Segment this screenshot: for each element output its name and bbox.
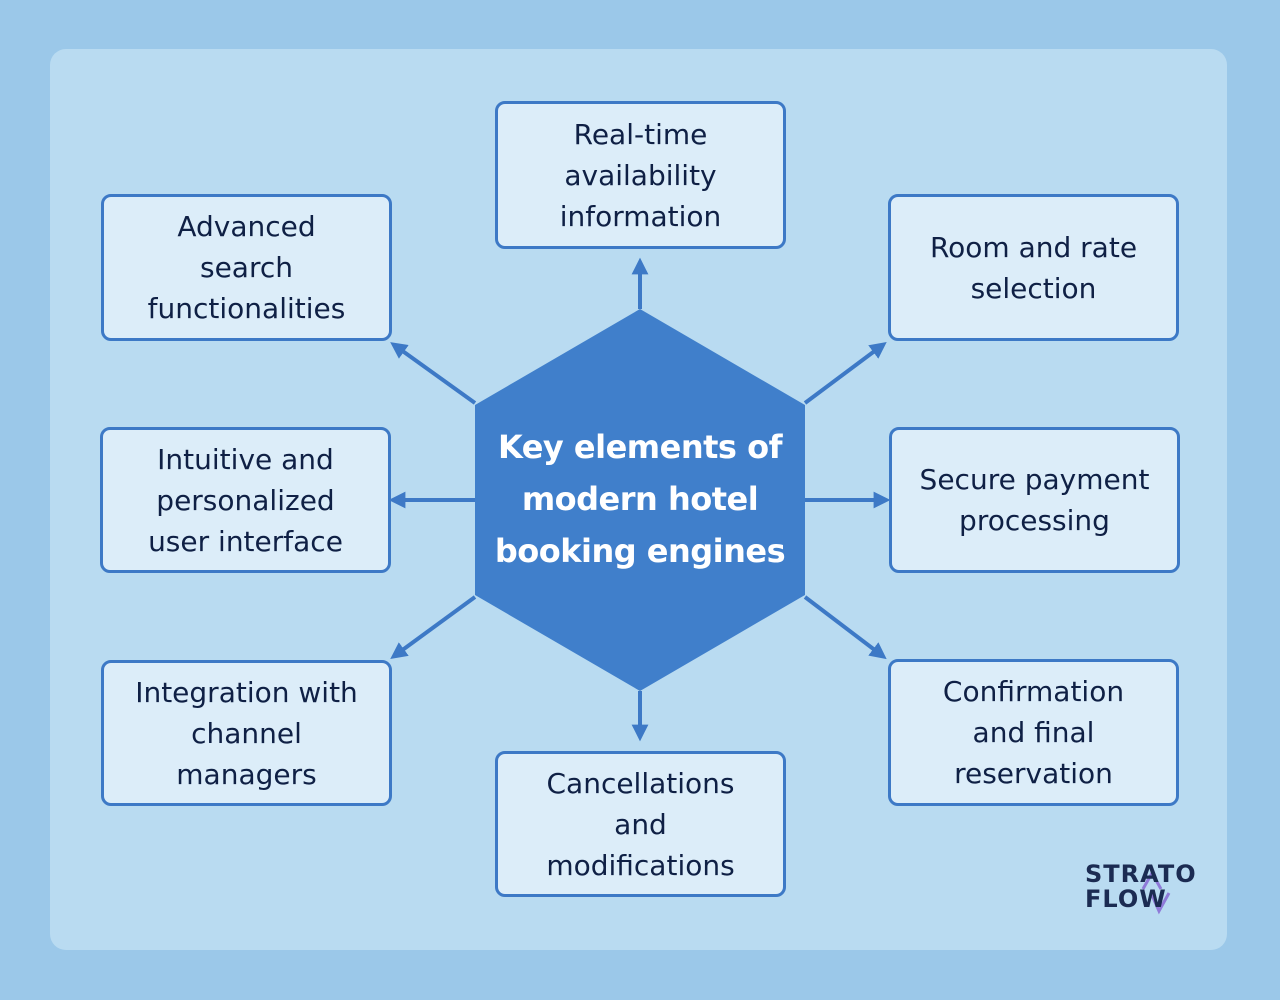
- element-box-confirmation: Confirmation and final reservation: [888, 659, 1179, 806]
- element-box-cancellations: Cancellations and modifications: [495, 751, 786, 897]
- element-box-channel-managers: Integration with channel managers: [101, 660, 392, 806]
- element-box-room-rate-selection: Room and rate selection: [888, 194, 1179, 341]
- logo-line-2: FLOW: [1085, 885, 1167, 913]
- arrow-to-bottom-right: [803, 595, 887, 660]
- element-box-user-interface: Intuitive and personalized user interfac…: [100, 427, 391, 573]
- element-label: Integration with channel managers: [135, 675, 358, 791]
- element-label: Advanced search functionalities: [147, 210, 346, 325]
- element-label: Room and rate selection: [929, 230, 1138, 305]
- arrow-to-bottom-left: [390, 595, 477, 659]
- element-box-advanced-search: Advanced search functionalities: [101, 194, 392, 341]
- element-label: Cancellations and modifications: [546, 766, 735, 882]
- hub-label: Key elements of modern hotel booking eng…: [475, 405, 805, 593]
- element-label: Confirmation and final reservation: [942, 675, 1125, 790]
- element-label: Intuitive and personalized user interfac…: [148, 442, 343, 558]
- arrow-to-top-left: [390, 342, 477, 405]
- arrow-to-top-right: [803, 341, 887, 405]
- hub-hexagon: [475, 309, 805, 691]
- element-label: Real-time availability information: [559, 117, 722, 233]
- logo-line-1: STRATO: [1085, 860, 1197, 888]
- logo-accent-mark-top: [1141, 869, 1163, 890]
- element-box-secure-payment: Secure payment processing: [889, 427, 1180, 573]
- hub-title: Key elements of modern hotel booking eng…: [494, 428, 786, 570]
- element-label: Secure payment processing: [919, 463, 1150, 537]
- logo-accent-mark-bottom: [1149, 892, 1171, 915]
- stratoflow-logo: STRATO FLOW: [1085, 862, 1197, 912]
- element-box-realtime-availability: Real-time availability information: [495, 101, 786, 249]
